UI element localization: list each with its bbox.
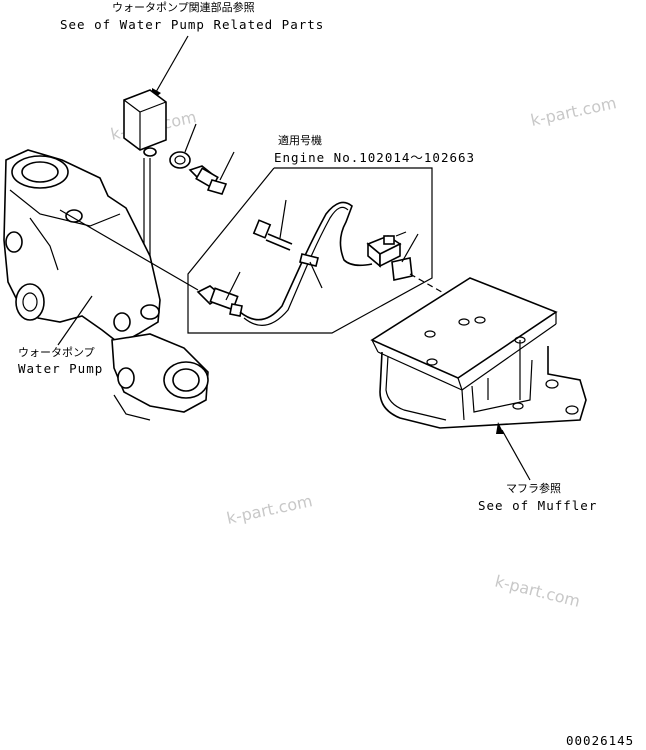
applicable-serial-label-en: Engine No.102014～102663 — [274, 150, 475, 165]
connector-bracket — [391, 233, 471, 309]
mounting-bolt — [252, 199, 293, 251]
muffler-label-jp: マフラ参照 — [506, 481, 561, 495]
leader-arrow-water-pump-related — [152, 35, 189, 100]
leader-arrow-muffler — [496, 422, 531, 481]
water-pump-label-jp: ウォータポンプ — [18, 346, 95, 359]
watermark: k-part.com — [493, 571, 582, 611]
drawing-number: 00026145 — [566, 733, 634, 748]
harness-connector — [366, 231, 407, 268]
water-pump-leader — [57, 295, 93, 346]
water-pump-label-en: Water Pump — [18, 361, 103, 376]
o-ring — [169, 123, 197, 169]
watermark: k-part.com — [529, 93, 618, 130]
harness-clip — [299, 253, 323, 289]
applicable-parts-bracket — [187, 167, 433, 334]
water-pump-related-label-jp: ウォータポンプ関連部品参照 — [112, 0, 255, 14]
exhaust-temperature-sensor — [196, 201, 373, 326]
watermark: k-part.com — [225, 491, 314, 528]
sensor-block — [123, 89, 167, 300]
applicable-serial-label-jp: 適用号機 — [278, 133, 322, 147]
muffler-bracket — [370, 277, 587, 429]
water-pump-related-label-en: See of Water Pump Related Parts — [60, 17, 324, 32]
water-pump — [3, 149, 209, 421]
sensor-plug — [188, 151, 235, 195]
muffler-label-en: See of Muffler — [478, 498, 597, 513]
